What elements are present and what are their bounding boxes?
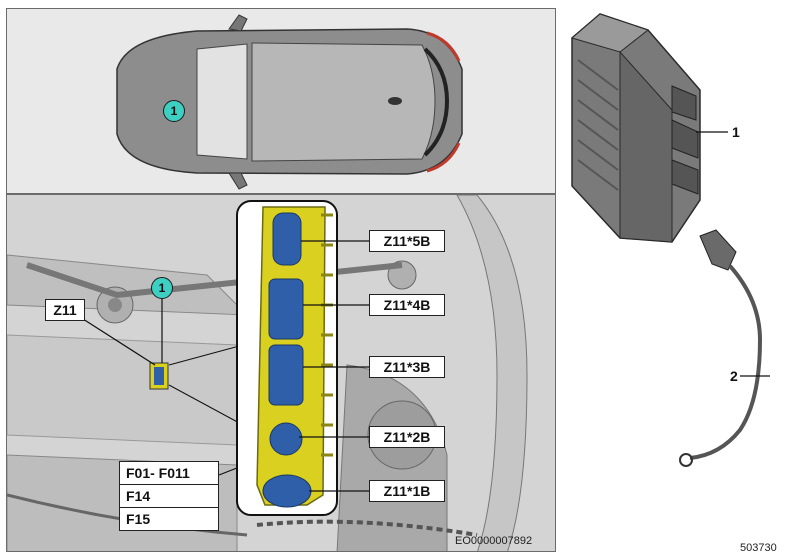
connector-label-z11-1b: Z11*1B xyxy=(369,480,445,502)
connector-label-z11-2b: Z11*2B xyxy=(369,426,445,448)
callout-1-detail-view: 1 xyxy=(151,277,173,299)
component-label-z11: Z11 xyxy=(45,299,85,321)
part-number-1: 1 xyxy=(732,124,740,140)
part-number-2: 2 xyxy=(730,368,738,384)
connector-label-z11-4b: Z11*4B xyxy=(369,294,445,316)
fuse-label-f15: F15 xyxy=(119,507,219,531)
vehicle-top-view-panel: 1 xyxy=(6,8,556,194)
connector-label-z11-5b: Z11*5B xyxy=(369,230,445,252)
engine-bay-detail-panel: 1 Z11 Z11*5B Z11*4B Z11*3B Z11*2B Z11*1B… xyxy=(6,194,556,552)
callout-1-top-view: 1 xyxy=(163,100,185,122)
connector-label-z11-3b: Z11*3B xyxy=(369,356,445,378)
diagram-number: 503730 xyxy=(740,542,777,554)
connector-carrier-inset xyxy=(236,200,369,516)
document-code: EO0000007892 xyxy=(455,535,533,547)
vehicle-top-view-drawing xyxy=(116,14,463,190)
fuse-label-f01-f011: F01- F011 xyxy=(119,461,219,485)
